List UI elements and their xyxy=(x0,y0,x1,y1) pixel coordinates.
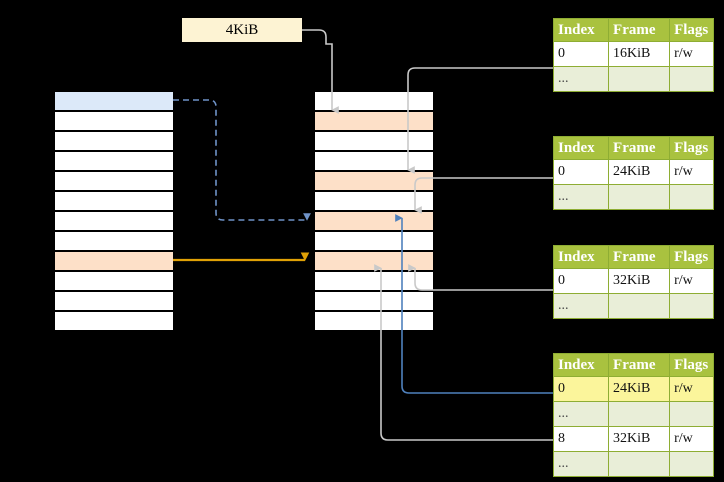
memory-row xyxy=(54,111,174,131)
table-cell-frame: 32KiB xyxy=(608,268,671,294)
table-cell-index: 0 xyxy=(552,41,610,67)
table-cell-index: ... xyxy=(552,184,610,210)
memory-row xyxy=(314,91,434,111)
memory-row xyxy=(54,311,174,331)
column-header-index: Index xyxy=(552,353,610,377)
connector-virtual-to-physical-dashed xyxy=(173,99,311,221)
memory-row xyxy=(314,211,434,231)
table-cell-frame xyxy=(608,401,671,427)
table-cell-frame xyxy=(608,66,671,92)
memory-row xyxy=(314,111,434,131)
column-header-flags: Flags xyxy=(669,136,714,160)
table-cell-flags: r/w xyxy=(669,426,714,452)
physical-memory xyxy=(313,90,434,331)
virtual-address-space xyxy=(53,90,174,331)
table-cell-index: ... xyxy=(552,66,610,92)
table-cell-frame xyxy=(608,184,671,210)
column-header-index: Index xyxy=(552,136,610,160)
column-header-frame: Frame xyxy=(608,353,671,377)
table-cell-index: ... xyxy=(552,451,610,477)
memory-row xyxy=(54,211,174,231)
memory-row xyxy=(54,231,174,251)
table-cell-flags: r/w xyxy=(669,159,714,185)
memory-row xyxy=(314,311,434,331)
memory-row xyxy=(314,191,434,211)
memory-row xyxy=(314,291,434,311)
page-size-label: 4KiB xyxy=(182,18,302,42)
table-cell-flags: r/w xyxy=(669,41,714,67)
table-cell-flags xyxy=(669,401,714,427)
memory-row xyxy=(54,291,174,311)
memory-row xyxy=(54,171,174,191)
memory-row xyxy=(314,231,434,251)
memory-row xyxy=(54,251,174,271)
table-row: ... xyxy=(552,401,714,427)
memory-row xyxy=(314,271,434,291)
column-header-index: Index xyxy=(552,245,610,269)
table-cell-flags xyxy=(669,451,714,477)
table-cell-frame: 16KiB xyxy=(608,41,671,67)
column-header-frame: Frame xyxy=(608,136,671,160)
table-row: ... xyxy=(552,184,714,210)
memory-row xyxy=(314,131,434,151)
table-cell-flags: r/w xyxy=(669,268,714,294)
memory-row xyxy=(54,131,174,151)
table-cell-index: ... xyxy=(552,401,610,427)
memory-row xyxy=(54,91,174,111)
table-cell-flags: r/w xyxy=(669,376,714,402)
memory-row xyxy=(54,271,174,291)
column-header-frame: Frame xyxy=(608,245,671,269)
table-cell-frame: 32KiB xyxy=(608,426,671,452)
table-cell-index: ... xyxy=(552,293,610,319)
memory-row xyxy=(314,251,434,271)
table-cell-frame xyxy=(608,451,671,477)
column-header-flags: Flags xyxy=(669,353,714,377)
table-row: ... xyxy=(552,451,714,477)
page-size-label-text: 4KiB xyxy=(225,21,259,38)
memory-row xyxy=(314,151,434,171)
memory-row xyxy=(314,171,434,191)
column-header-frame: Frame xyxy=(608,18,671,42)
column-header-flags: Flags xyxy=(669,18,714,42)
table-cell-index: 0 xyxy=(552,376,610,402)
table-cell-index: 0 xyxy=(552,268,610,294)
table-row: ... xyxy=(552,293,714,319)
table-cell-frame: 24KiB xyxy=(608,376,671,402)
table-cell-frame xyxy=(608,293,671,319)
table-cell-frame: 24KiB xyxy=(608,159,671,185)
memory-row xyxy=(54,151,174,171)
table-cell-flags xyxy=(669,66,714,92)
table-cell-index: 0 xyxy=(552,159,610,185)
memory-row xyxy=(54,191,174,211)
table-cell-flags xyxy=(669,184,714,210)
column-header-flags: Flags xyxy=(669,245,714,269)
column-header-index: Index xyxy=(552,18,610,42)
table-cell-flags xyxy=(669,293,714,319)
table-cell-index: 8 xyxy=(552,426,610,452)
table-row: ... xyxy=(552,66,714,92)
